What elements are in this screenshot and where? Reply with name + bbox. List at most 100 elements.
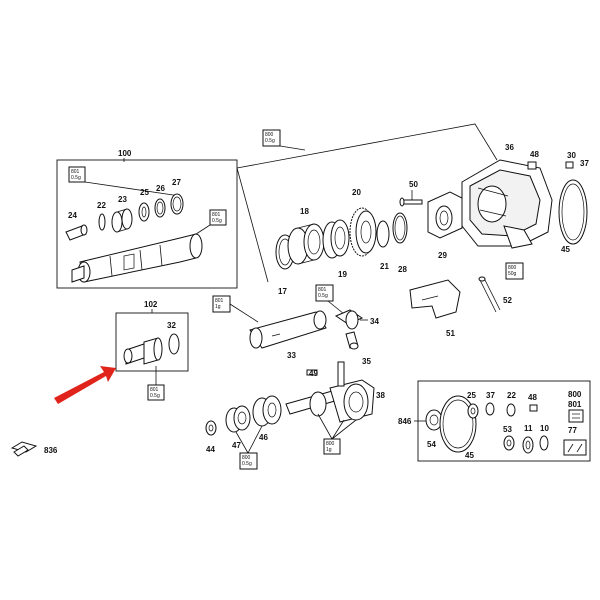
svg-text:0.5g: 0.5g bbox=[318, 293, 328, 299]
part-50-screw bbox=[399, 197, 423, 207]
lubricant-tag-801-d: 801 1g bbox=[212, 295, 231, 313]
part-46-bearing bbox=[252, 395, 282, 427]
svg-text:0.5g: 0.5g bbox=[212, 218, 222, 224]
part-20-gear bbox=[349, 207, 377, 257]
label-45-b: 45 bbox=[465, 451, 474, 460]
label-22-b: 22 bbox=[507, 391, 516, 400]
part-26-washer bbox=[154, 198, 166, 218]
label-836: 836 bbox=[44, 446, 58, 455]
part-51-switch-bracket bbox=[409, 279, 461, 319]
label-10: 10 bbox=[540, 424, 549, 433]
label-47: 47 bbox=[232, 441, 241, 450]
lubricant-tag-801-c: 801 0.5g bbox=[147, 384, 165, 401]
label-38: 38 bbox=[376, 391, 385, 400]
label-50: 50 bbox=[409, 180, 418, 189]
label-28: 28 bbox=[398, 265, 407, 274]
label-35: 35 bbox=[362, 357, 371, 366]
label-45-a: 45 bbox=[561, 245, 570, 254]
label-20: 20 bbox=[352, 188, 361, 197]
part-18-clutch bbox=[287, 223, 325, 265]
part-25-bearing bbox=[138, 202, 150, 222]
label-37-a: 37 bbox=[580, 159, 589, 168]
part-48-nut-b bbox=[529, 404, 538, 412]
svg-text:0.5g: 0.5g bbox=[71, 175, 81, 181]
part-19-spring bbox=[322, 219, 350, 259]
part-34-wrist-pin bbox=[334, 309, 364, 330]
svg-text:0.5g: 0.5g bbox=[242, 461, 252, 467]
label-21: 21 bbox=[380, 262, 389, 271]
part-23-sleeve bbox=[111, 208, 133, 233]
highlight-arrow bbox=[54, 366, 116, 404]
label-30: 30 bbox=[567, 151, 576, 160]
label-77: 77 bbox=[568, 426, 577, 435]
leader-800-a bbox=[279, 145, 306, 151]
part-44-washer bbox=[205, 420, 217, 436]
part-49-screw bbox=[306, 369, 318, 376]
label-46: 46 bbox=[259, 433, 268, 442]
label-19: 19 bbox=[338, 270, 347, 279]
part-52-spring-clip bbox=[478, 276, 501, 313]
svg-text:801: 801 bbox=[215, 298, 224, 304]
label-48-b: 48 bbox=[528, 393, 537, 402]
part-45-gasket bbox=[558, 179, 588, 245]
part-100-spindle-tube bbox=[71, 233, 203, 283]
label-29: 29 bbox=[438, 251, 447, 260]
svg-text:1g: 1g bbox=[215, 304, 221, 310]
label-24: 24 bbox=[68, 211, 77, 220]
part-37-seal bbox=[485, 402, 495, 416]
part-22-ring bbox=[98, 213, 106, 231]
part-11-bearing bbox=[522, 436, 534, 454]
part-24-pin bbox=[65, 224, 88, 241]
part-102-chuck-adapter bbox=[123, 337, 163, 365]
svg-text:801: 801 bbox=[212, 212, 221, 218]
label-51: 51 bbox=[446, 329, 455, 338]
label-22-a: 22 bbox=[97, 201, 106, 210]
part-48-nut bbox=[527, 161, 537, 170]
leader-801-a bbox=[84, 181, 181, 197]
label-53: 53 bbox=[503, 425, 512, 434]
lubricant-tag-801-e: 801 0.5g bbox=[315, 284, 334, 302]
part-27-circlip bbox=[170, 193, 184, 215]
leader-800-d bbox=[235, 425, 263, 454]
svg-text:801: 801 bbox=[318, 287, 327, 293]
part-45-gasket-b bbox=[439, 395, 477, 453]
lubricant-tag-801-a: 801 0.5g bbox=[68, 166, 86, 183]
part-21-ring bbox=[376, 220, 390, 248]
leader-800-a-bracket bbox=[236, 123, 498, 169]
lubricant-tag-box bbox=[568, 409, 584, 423]
label-100: 100 bbox=[118, 149, 132, 158]
label-25-a: 25 bbox=[140, 188, 149, 197]
leader-801-d bbox=[229, 303, 259, 323]
part-30-plug bbox=[565, 161, 574, 169]
svg-text:0.5g: 0.5g bbox=[150, 393, 160, 399]
label-801-f: 801 bbox=[568, 400, 582, 409]
label-48-a: 48 bbox=[530, 150, 539, 159]
label-846: 846 bbox=[398, 417, 412, 426]
label-49: 49 bbox=[309, 369, 318, 378]
assembly-box-100 bbox=[56, 159, 238, 289]
lubricant-tag-800-b: 800 50g bbox=[505, 262, 524, 280]
label-18: 18 bbox=[300, 207, 309, 216]
label-27: 27 bbox=[172, 178, 181, 187]
part-32-ring bbox=[168, 333, 180, 355]
label-52: 52 bbox=[503, 296, 512, 305]
leader-801-e bbox=[327, 300, 345, 315]
svg-text:800: 800 bbox=[508, 265, 517, 271]
label-37-b: 37 bbox=[486, 391, 495, 400]
leader-800-c bbox=[317, 413, 357, 440]
svg-text:801: 801 bbox=[150, 387, 159, 393]
svg-text:800: 800 bbox=[326, 441, 335, 447]
svg-text:50g: 50g bbox=[508, 271, 517, 277]
label-800-e: 800 bbox=[568, 390, 582, 399]
label-11: 11 bbox=[524, 424, 533, 433]
lubricant-tag-800-d: 800 0.5g bbox=[239, 452, 258, 470]
part-28-oring bbox=[392, 212, 408, 244]
label-25-b: 25 bbox=[467, 391, 476, 400]
svg-text:1g: 1g bbox=[326, 447, 332, 453]
svg-text:0.5g: 0.5g bbox=[265, 138, 275, 144]
label-32: 32 bbox=[167, 321, 176, 330]
label-26: 26 bbox=[156, 184, 165, 193]
svg-text:800: 800 bbox=[265, 132, 274, 138]
